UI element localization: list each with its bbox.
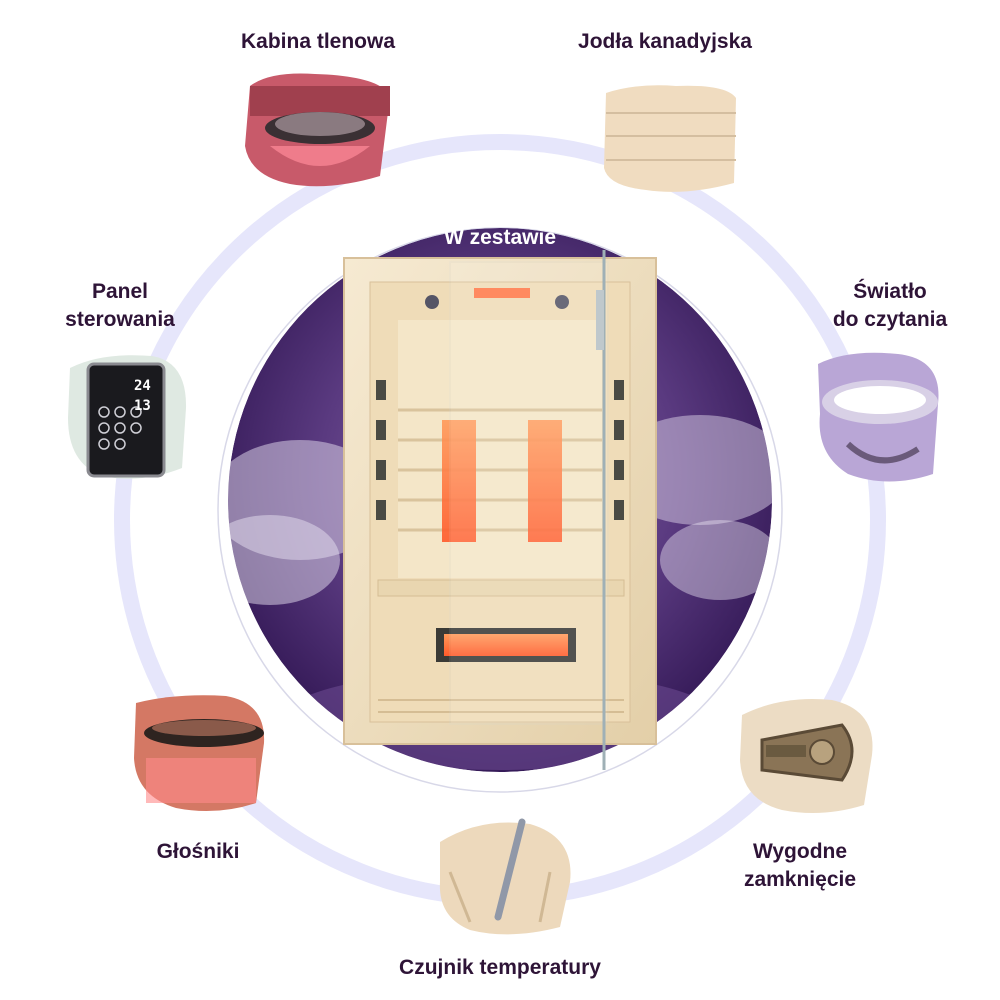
center-title: W zestawie bbox=[443, 226, 557, 249]
reading-light-icon bbox=[818, 352, 939, 482]
panel-display-top: 24 bbox=[134, 378, 151, 394]
feature-label-oxygen-cabin: Kabina tlenowa bbox=[240, 30, 396, 53]
feature-label-temperature-sensor: Czujnik temperatury bbox=[399, 956, 601, 979]
feature-label-control-panel: Panel sterowania bbox=[65, 280, 175, 331]
speaker-icon bbox=[134, 695, 265, 812]
feature-label-comfortable-latch: Wygodne zamknięcie bbox=[743, 840, 857, 891]
panel-display-bottom: 13 bbox=[134, 398, 151, 414]
wood-planks-icon bbox=[604, 85, 736, 192]
feature-label-reading-light: Światło do czytania bbox=[832, 280, 948, 331]
sauna-cabin bbox=[343, 250, 657, 770]
temperature-sensor-icon bbox=[439, 818, 571, 935]
latch-icon bbox=[740, 699, 873, 814]
control-panel-icon: 24 13 bbox=[62, 348, 192, 488]
ceiling-vent-icon bbox=[245, 73, 390, 187]
feature-label-speakers: Głośniki bbox=[156, 840, 240, 863]
feature-label-canadian-fir: Jodła kanadyjska bbox=[578, 30, 752, 53]
